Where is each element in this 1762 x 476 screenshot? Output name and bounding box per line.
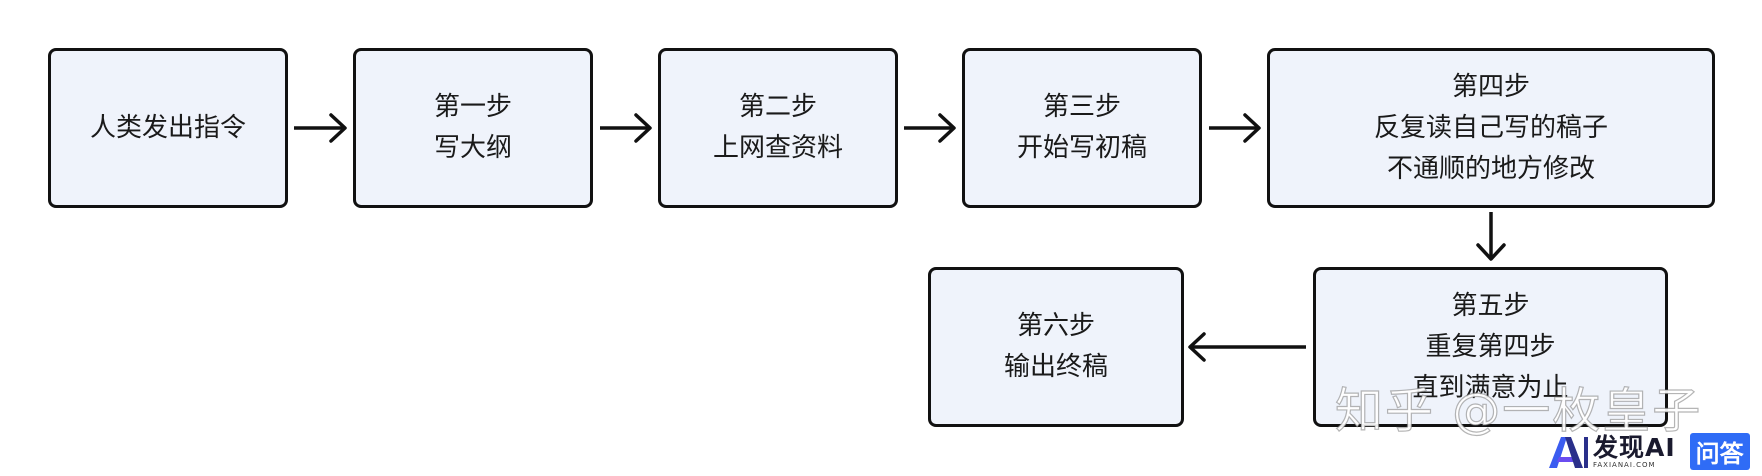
arrowhead-step5-to-step6 [1188,332,1206,362]
node-step4: 第四步 反复读自己写的稿子 不通顺的地方修改 [1267,48,1715,208]
arrowhead-step2-to-step3 [938,113,956,143]
arrowhead-start-to-step1 [329,113,347,143]
node-step6-text: 输出终稿 [1003,352,1108,382]
node-step2-text: 上网查资料 [712,133,843,163]
node-step5-text-2: 直到满意为止 [1412,372,1569,403]
node-step6-title: 第六步 [1016,311,1095,341]
node-step4-text-1: 反复读自己写的稿子 [1373,112,1608,143]
node-step4-title: 第四步 [1451,71,1530,102]
node-step5: 第五步 重复第四步 直到满意为止 [1313,267,1668,427]
brand-name: 发现AI [1593,432,1676,462]
brand-domain: FAXIANAI.COM [1593,460,1656,469]
node-step3: 第三步 开始写初稿 [962,48,1202,208]
node-step5-title: 第五步 [1451,290,1530,321]
watermark-text: 知乎 @一枚皇子 [1334,382,1703,439]
node-step1-text: 写大纲 [433,133,512,163]
node-step5-text-1: 重复第四步 [1425,331,1556,362]
faxianai-logo-icon [1549,436,1588,468]
node-step3-title: 第三步 [1042,92,1121,122]
node-start: 人类发出指令 [48,48,288,208]
node-step6: 第六步 输出终稿 [928,267,1184,427]
arrowhead-step3-to-step4 [1243,113,1261,143]
node-step2: 第二步 上网查资料 [658,48,898,208]
watermark-logo: 发现AI FAXIANAI.COM 问答 [1547,433,1750,470]
arrowhead-step4-to-step5 [1476,243,1506,261]
node-step4-text-2: 不通顺的地方修改 [1386,153,1595,184]
node-start-label: 人类发出指令 [89,112,246,143]
qa-badge: 问答 [1689,433,1750,470]
node-step1: 第一步 写大纲 [353,48,593,208]
arrowhead-step1-to-step2 [634,113,652,143]
node-step2-title: 第二步 [738,92,817,122]
node-step1-title: 第一步 [433,92,512,122]
node-step3-text: 开始写初稿 [1016,133,1147,163]
